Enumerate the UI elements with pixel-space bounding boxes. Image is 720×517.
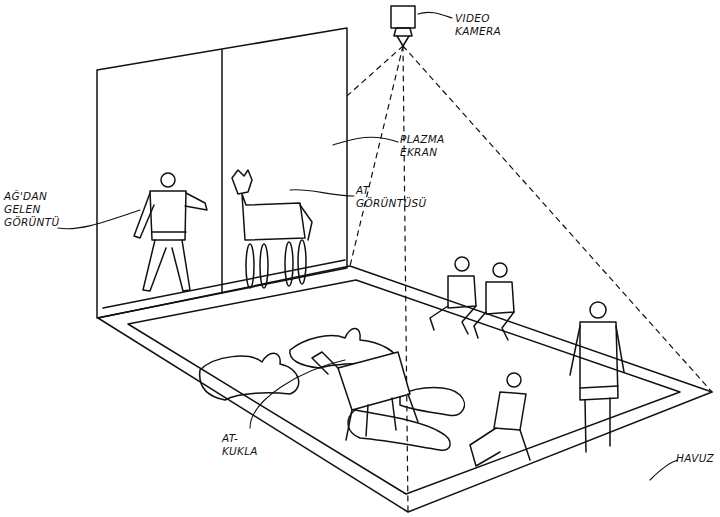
pool-inner-rim <box>128 280 680 494</box>
callout-label: HAVUZ <box>676 452 720 465</box>
sitting-person-figure <box>474 263 514 340</box>
leader-line <box>250 360 345 428</box>
body <box>448 276 476 308</box>
horse-puppet-figure <box>312 352 418 440</box>
arms <box>570 326 624 375</box>
callout-label: AĞ'DAN GELEN GÖRÜNTÜ <box>4 190 62 229</box>
callout-label: AT GÖRÜNTÜSÜ <box>356 184 434 210</box>
leader-line <box>58 210 140 229</box>
callout-label: VIDEO KAMERA <box>455 12 517 38</box>
sitting-person-figure <box>430 257 476 334</box>
puppet-body <box>338 352 410 410</box>
head <box>590 302 606 318</box>
network-person-figure <box>134 173 207 291</box>
lying-person-figure <box>348 410 450 450</box>
head <box>161 173 175 187</box>
head <box>455 257 469 271</box>
view-line <box>350 46 403 266</box>
horse-leg <box>246 244 254 288</box>
puppet-legs <box>346 394 418 440</box>
lying-person-figure <box>200 353 299 400</box>
leader-lines <box>58 12 678 480</box>
horse-leg <box>260 244 268 288</box>
legs <box>585 398 610 452</box>
view-line <box>403 46 408 512</box>
horse-body <box>242 194 305 240</box>
callout-label: AT-KUKLA <box>222 432 266 458</box>
camera-lens <box>397 36 409 46</box>
legs <box>430 306 476 334</box>
belt <box>580 386 618 388</box>
belt <box>152 231 186 233</box>
arm <box>185 193 207 210</box>
legs <box>470 428 530 466</box>
pool-outer-rim <box>98 266 712 512</box>
horse-leg <box>298 240 306 284</box>
leader-line <box>650 460 678 480</box>
horse-head <box>232 170 252 194</box>
leader-line <box>290 190 354 196</box>
horse-image-figure <box>232 170 312 288</box>
body <box>494 392 526 430</box>
camera-mount <box>394 28 412 36</box>
crouching-person-figure <box>470 373 530 466</box>
legs <box>474 312 514 340</box>
leg <box>143 240 166 291</box>
head <box>507 373 521 387</box>
horse-tail <box>300 205 312 240</box>
standing-person-figure <box>570 302 624 452</box>
callout-label: PLAZMA EKRAN <box>400 133 466 159</box>
screen-bottom-edge <box>103 260 345 308</box>
view-line <box>403 46 712 392</box>
body <box>486 282 514 314</box>
leg <box>172 240 190 291</box>
body <box>150 191 186 240</box>
head <box>493 263 507 277</box>
screen-divider <box>221 50 223 293</box>
leader-line <box>333 137 398 145</box>
leader-line <box>418 12 452 18</box>
body <box>580 322 618 400</box>
video-camera <box>391 6 415 28</box>
arm <box>134 193 154 238</box>
